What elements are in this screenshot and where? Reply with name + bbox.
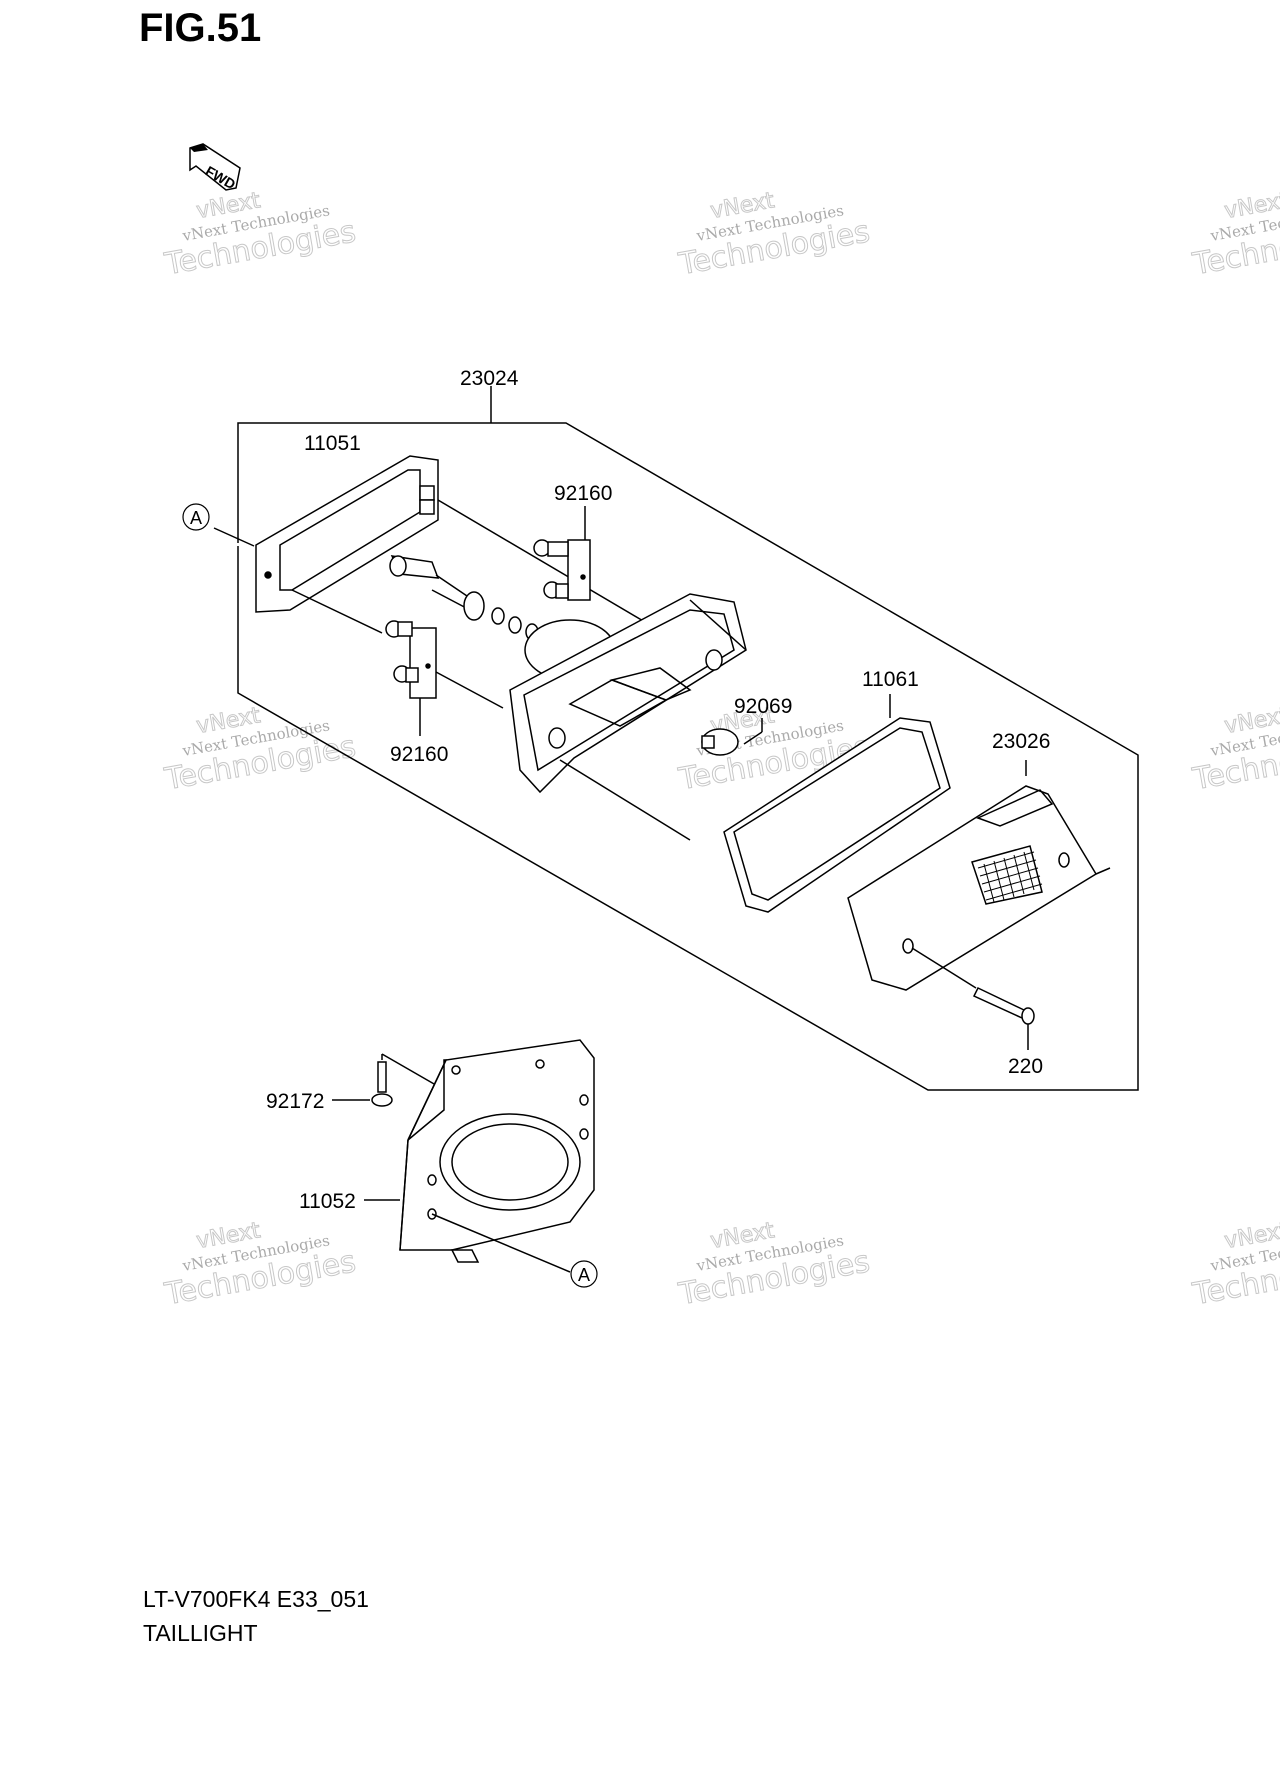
part-label-11061: 11061 — [862, 668, 919, 691]
watermark: vNext vNext Technologies Technologies — [675, 1218, 873, 1313]
watermark: vNext vNext Technologies Technologies — [1189, 703, 1280, 798]
svg-text:A: A — [578, 1265, 590, 1285]
figure-title: FIG.51 — [139, 6, 262, 50]
watermark: vNext vNext Technologies Technologies — [161, 1218, 359, 1313]
part-label-92069: 92069 — [734, 695, 792, 718]
taillight-housing — [509, 593, 747, 841]
part-label-220: 220 — [1008, 1055, 1043, 1078]
reference-marker-a-upper: A — [182, 503, 210, 531]
part-92160-socket-lower — [385, 620, 504, 736]
model-code: LT-V700FK4 E33_051 — [143, 1586, 369, 1612]
reference-marker-a-lower: A — [570, 1260, 598, 1288]
assembly-name: TAILLIGHT — [143, 1620, 258, 1646]
part-label-11052: 11052 — [299, 1190, 356, 1213]
svg-text:A: A — [190, 508, 202, 528]
part-label-23024: 23024 — [460, 367, 519, 390]
reference-a-leaders — [213, 527, 255, 547]
part-92160-socket-upper — [533, 506, 591, 601]
watermark: vNext vNext Technologies Technologies — [1189, 188, 1280, 283]
watermark: vNext vNext Technologies Technologies — [1189, 1218, 1280, 1313]
part-23026-lens — [847, 760, 1111, 991]
part-label-92160-lower: 92160 — [390, 743, 448, 766]
part-11052-bracket — [364, 1039, 595, 1273]
part-label-23026: 23026 — [992, 730, 1050, 753]
part-11061-gasket — [723, 694, 951, 913]
assembly-bracket-23024 — [237, 386, 1139, 1091]
part-92069-bulb — [701, 718, 763, 756]
watermark: vNext vNext Technologies Technologies — [675, 188, 873, 283]
watermark: vNext vNext Technologies Technologies — [161, 188, 359, 283]
part-label-92172: 92172 — [266, 1090, 324, 1113]
part-220-screw — [911, 947, 1035, 1050]
part-label-11051: 11051 — [304, 432, 361, 455]
part-label-92160-upper: 92160 — [554, 482, 612, 505]
part-11051-plate — [255, 455, 651, 634]
fwd-arrow-icon: FWD — [189, 143, 241, 192]
